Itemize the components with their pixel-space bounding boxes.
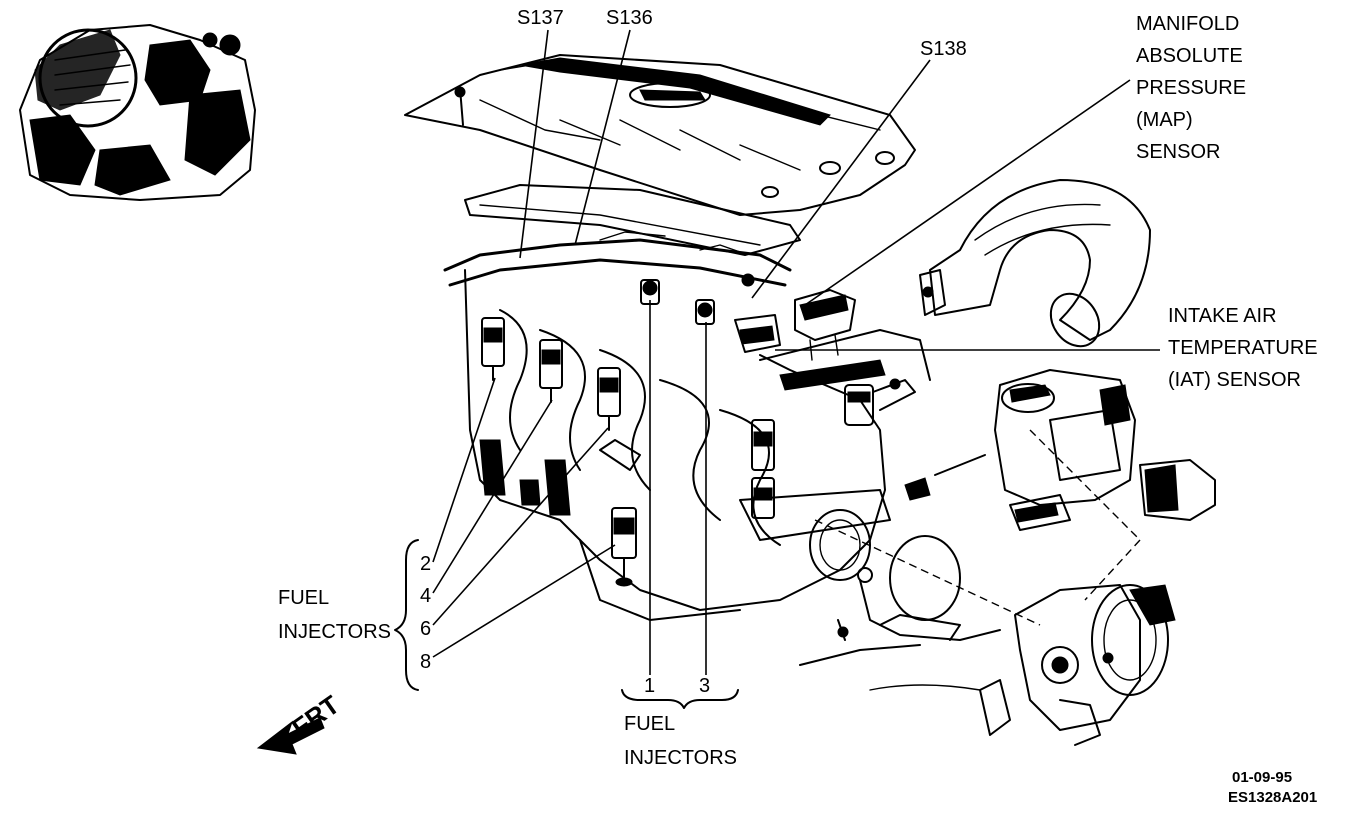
- svg-text:FUEL: FUEL: [624, 713, 675, 735]
- map-sensor: [794, 289, 856, 361]
- label-fuel-injectors-bottom: FUEL INJECTORS: [624, 713, 737, 769]
- svg-text:INJECTORS: INJECTORS: [278, 621, 391, 643]
- label-s137: S137: [517, 7, 564, 29]
- assembly-dashed-lines: [814, 429, 1141, 626]
- label-iat-sensor: INTAKE AIR TEMPERATURE (IAT) SENSOR: [1168, 305, 1318, 391]
- svg-text:INTAKE AIR: INTAKE AIR: [1168, 305, 1277, 327]
- fuel-injectors-left-brace: [394, 539, 419, 691]
- svg-text:MANIFOLD: MANIFOLD: [1136, 13, 1239, 35]
- fuel-injector-8: [599, 439, 641, 587]
- label-s136: S136: [606, 7, 653, 29]
- fuel-injector-rear: [751, 419, 775, 519]
- fuel-injectors-bottom-brace: [621, 689, 739, 709]
- injector-number-3: 3: [699, 675, 710, 697]
- fuel-injector-6: [597, 367, 621, 431]
- svg-text:(IAT) SENSOR: (IAT) SENSOR: [1168, 369, 1301, 391]
- vacuum-lines: [799, 454, 1001, 691]
- front-direction-arrow: [256, 717, 325, 755]
- label-fuel-injectors-left: FUEL INJECTORS: [278, 587, 391, 643]
- throttle-body-bracket: [994, 369, 1216, 531]
- svg-text:INJECTORS: INJECTORS: [624, 747, 737, 769]
- lower-intake-manifold: [464, 269, 931, 621]
- svg-text:SENSOR: SENSOR: [1136, 141, 1220, 163]
- fuel-injector-4: [539, 339, 563, 403]
- throttle-body: [979, 584, 1176, 746]
- fuel-injectors-even: [481, 317, 641, 587]
- fuel-injector-2: [481, 317, 505, 381]
- figure-code: ES1328A201: [1228, 789, 1317, 806]
- injector-number-1: 1: [644, 675, 655, 697]
- injector-number-4: 4: [420, 585, 431, 607]
- plenum-gasket: [464, 184, 801, 256]
- label-map-sensor: MANIFOLD ABSOLUTE PRESSURE (MAP) SENSOR: [1136, 13, 1246, 163]
- iat-sensor: [734, 314, 781, 353]
- injector-number-2: 2: [420, 553, 431, 575]
- fuel-pressure-regulator: [844, 378, 916, 426]
- svg-text:TEMPERATURE: TEMPERATURE: [1168, 337, 1318, 359]
- engine-overview-thumbnail: [19, 24, 256, 201]
- injector-number-6: 6: [420, 618, 431, 640]
- throttle-body-gasket: [889, 535, 961, 621]
- injector-numbers-odd: 1 3: [644, 675, 710, 697]
- injector-number-8: 8: [420, 651, 431, 673]
- date-code: 01-09-95: [1232, 769, 1292, 786]
- fuel-injector-3: [695, 299, 715, 325]
- leader-lines: [432, 29, 1160, 675]
- fuel-rail: [443, 231, 792, 318]
- svg-text:ABSOLUTE: ABSOLUTE: [1136, 45, 1243, 67]
- svg-text:(MAP): (MAP): [1136, 109, 1193, 131]
- air-intake-duct: [919, 179, 1151, 348]
- injector-numbers-even: 2 4 6 8: [420, 553, 431, 673]
- label-s138: S138: [920, 38, 967, 60]
- fuel-injectors-odd: [640, 279, 775, 519]
- svg-text:FUEL: FUEL: [278, 587, 329, 609]
- svg-text:PRESSURE: PRESSURE: [1136, 77, 1246, 99]
- upper-intake-plenum: [404, 54, 916, 216]
